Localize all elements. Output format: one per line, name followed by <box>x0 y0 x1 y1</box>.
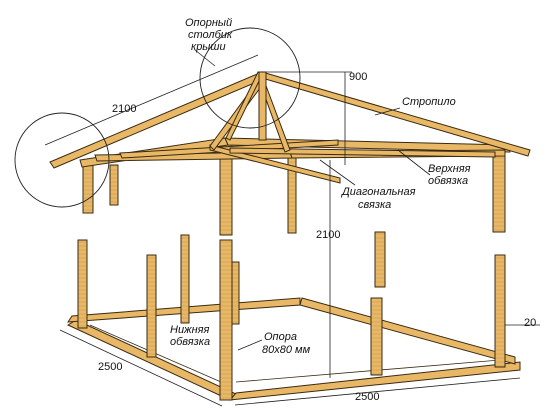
roof-rafters <box>49 71 531 169</box>
diagonal-tie-3 <box>229 147 496 158</box>
label-top-tie-2: обвязка <box>428 175 468 187</box>
label-rafter: Стропило <box>402 96 456 108</box>
dim-rafter-line <box>44 54 259 146</box>
leader-diagonal-tie <box>319 159 356 186</box>
dim-post-height: 2100 <box>316 229 340 241</box>
label-roof-support-post-2: столбик <box>188 29 233 41</box>
post-upper-left <box>82 162 94 214</box>
label-bottom-tie-2: обвязка <box>170 336 210 348</box>
post-lower-back-1 <box>180 234 190 324</box>
dim-rafter-length: 2100 <box>112 103 136 115</box>
leader-rafter <box>374 107 401 116</box>
leader-top-tie <box>397 149 431 176</box>
label-top-tie-1: Верхняя <box>428 163 471 175</box>
dimension-lines <box>44 49 540 407</box>
label-diagonal-tie-2: связка <box>358 199 391 211</box>
label-roof-support-post-1: Опорный <box>185 17 232 29</box>
post-lower-mid-right-b <box>370 297 383 376</box>
detail-circle-roof-top <box>199 27 301 129</box>
post-lower-mid-right <box>374 231 386 288</box>
leader-support-post <box>194 49 216 67</box>
post-lower-front <box>219 239 233 401</box>
bottom-inner-line-1 <box>89 324 229 386</box>
dim-base-bottom-line <box>234 377 521 406</box>
post-lower-left-mid <box>146 254 157 358</box>
post-lower-left-front <box>77 239 88 329</box>
post-lower-right <box>494 254 506 368</box>
top-beam-front <box>224 137 511 153</box>
diagonal-tie-2 <box>209 144 341 184</box>
bottom-beam-front-right <box>228 361 521 401</box>
label-support-1: Опора <box>264 331 297 343</box>
post-upper-right <box>492 151 506 233</box>
dim-base-width-left: 2500 <box>98 361 122 373</box>
detail-circle-roof-corner <box>14 112 110 208</box>
label-bottom-tie-1: Нижняя <box>170 324 210 336</box>
posts-lower <box>77 231 506 401</box>
label-roof-support-post-3: крыши <box>191 41 226 53</box>
label-diagonal-tie-1: Диагональная <box>340 186 416 198</box>
bottom-inner-line-2 <box>235 359 501 383</box>
dim-base-width-bottom: 2500 <box>355 391 379 403</box>
label-support-2: 80x80 мм <box>262 344 311 356</box>
dim-roof-height: 900 <box>349 71 367 83</box>
post-upper-back-left <box>109 164 119 206</box>
roof-support-post <box>258 71 267 141</box>
bottom-beam-back-right <box>299 297 516 365</box>
leader-support <box>237 339 263 351</box>
dim-side-small: 20 <box>524 317 536 329</box>
dim-base-left-line <box>59 329 223 407</box>
top-frame <box>79 137 511 184</box>
